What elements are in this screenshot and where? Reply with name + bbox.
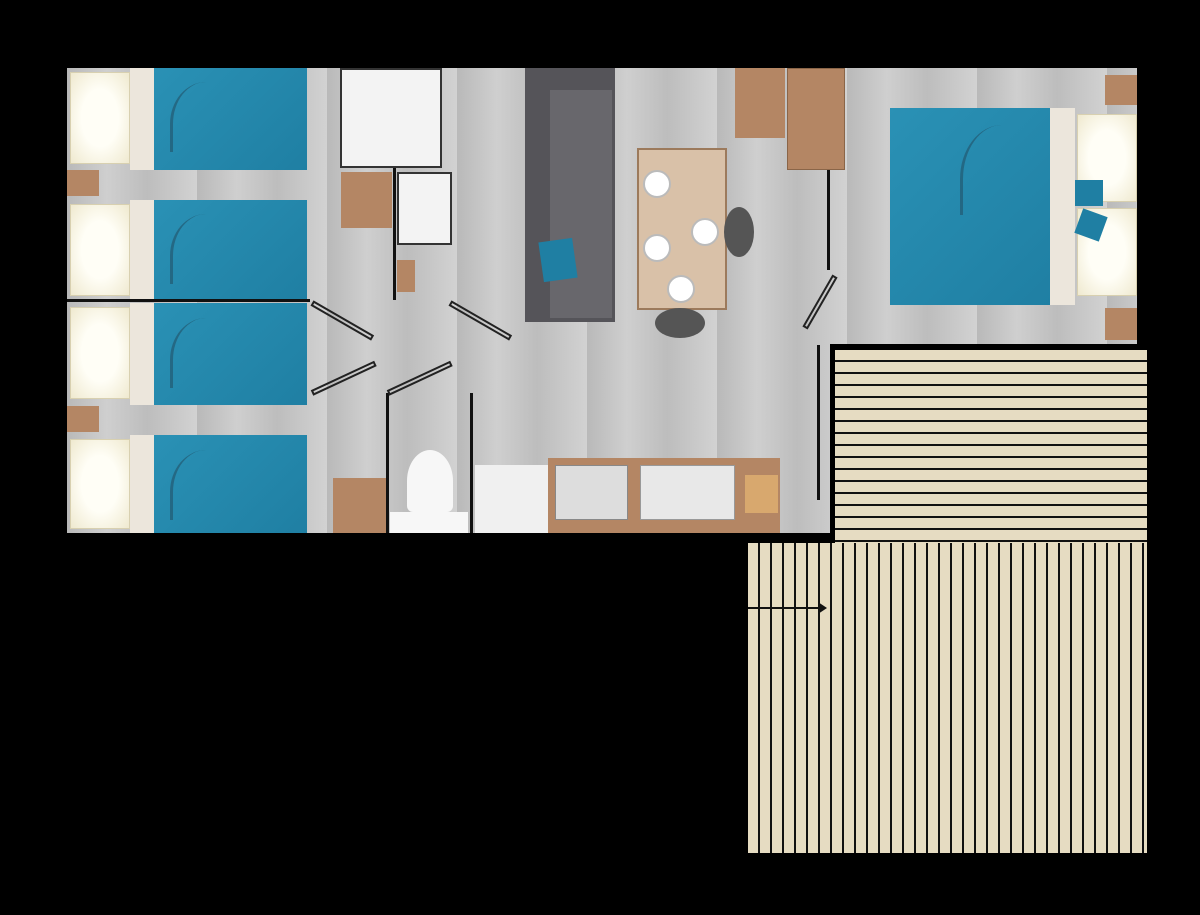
toilet-tank (390, 512, 468, 533)
bathroom-cabinet (341, 172, 392, 228)
nightstand (67, 406, 99, 432)
partition-wall (67, 299, 310, 302)
terrace-deck-lower (748, 543, 1147, 853)
chair (655, 308, 705, 338)
washbasin (397, 172, 452, 245)
plate (643, 170, 671, 198)
plate (667, 275, 695, 303)
entrance-arrow (748, 607, 823, 609)
arrow-head-icon (818, 602, 827, 614)
plate (643, 234, 671, 262)
nightstand (1105, 308, 1137, 340)
sofa-seat (550, 90, 612, 318)
nightstand (1105, 75, 1137, 105)
cushion (538, 237, 578, 283)
wc-wall (386, 393, 389, 533)
cushion (1075, 180, 1103, 206)
bathroom-wall (393, 168, 396, 300)
double-bed-sheet (1050, 108, 1075, 305)
plate (691, 218, 719, 246)
bathroom-shelf (397, 260, 415, 292)
entrance-frame (817, 345, 820, 500)
cutting-board (745, 475, 778, 513)
duvet-fold (960, 125, 1030, 215)
shower (340, 68, 442, 168)
desk (735, 68, 785, 138)
counter (475, 465, 548, 533)
hob (555, 465, 628, 520)
chair (724, 207, 754, 257)
kitchen-sink (640, 465, 735, 520)
wc-cabinet (333, 478, 388, 533)
nightstand (67, 170, 99, 196)
wc-wall (470, 393, 473, 533)
bedroom-wall (827, 170, 830, 270)
wardrobe (787, 68, 845, 170)
toilet (407, 450, 453, 512)
terrace-deck-upper (835, 350, 1147, 543)
